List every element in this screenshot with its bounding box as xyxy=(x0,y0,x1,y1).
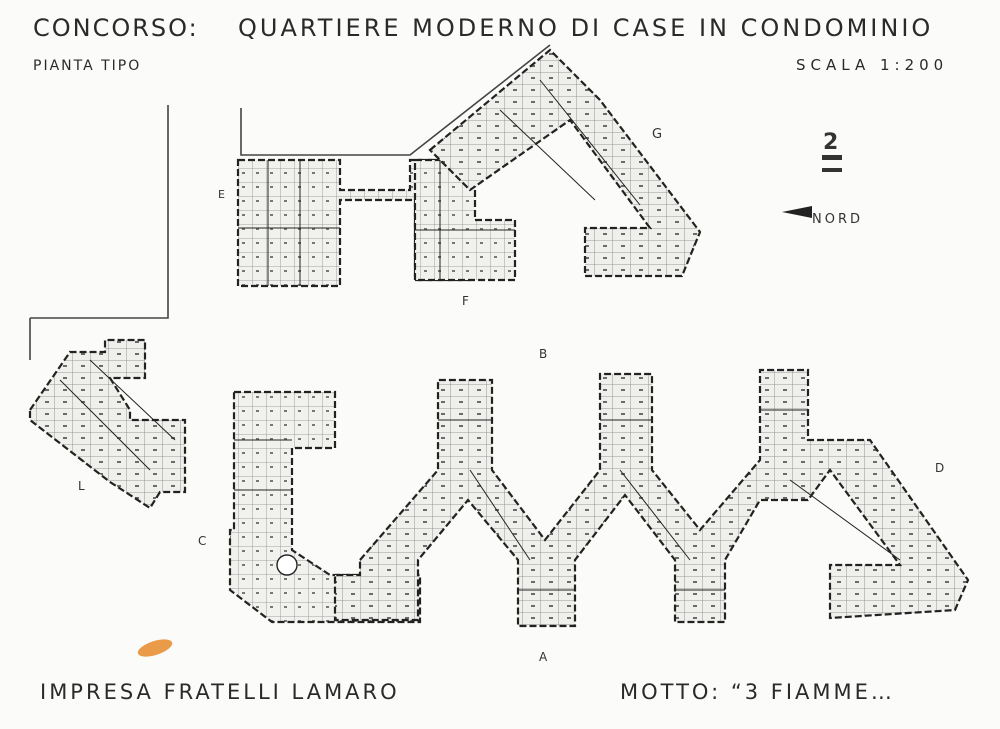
block-label-D: D xyxy=(935,461,944,475)
project-title: QUARTIERE MODERNO DI CASE IN CONDOMINIO xyxy=(238,14,934,42)
paper-stain xyxy=(137,639,173,657)
block-label-B: B xyxy=(539,347,547,361)
north-label: NORD xyxy=(812,212,863,227)
competition-label: CONCORSO: xyxy=(33,14,199,42)
block-label-L: L xyxy=(78,479,85,493)
company-name: IMPRESA FRATELLI LAMARO xyxy=(40,680,400,704)
block-label-G: G xyxy=(652,127,662,142)
plan-subtitle: PIANTA TIPO xyxy=(33,58,142,74)
sheet-number-badge: 2 xyxy=(822,130,842,172)
block-label-F: F xyxy=(462,294,469,308)
building-block-A xyxy=(333,368,970,628)
block-label-C: C xyxy=(198,534,206,548)
building-block-C xyxy=(228,390,422,624)
motto: MOTTO: “3 FIAMME… xyxy=(620,680,895,704)
block-label-A: A xyxy=(539,650,548,664)
scale-label: SCALA 1:200 xyxy=(796,56,949,74)
north-arrow-icon xyxy=(782,206,812,218)
block-label-E: E xyxy=(218,188,225,201)
site-boundary xyxy=(29,44,551,360)
building-block-G xyxy=(428,48,702,278)
sheet-number: 2 xyxy=(823,130,838,155)
building-block-L xyxy=(28,338,187,510)
